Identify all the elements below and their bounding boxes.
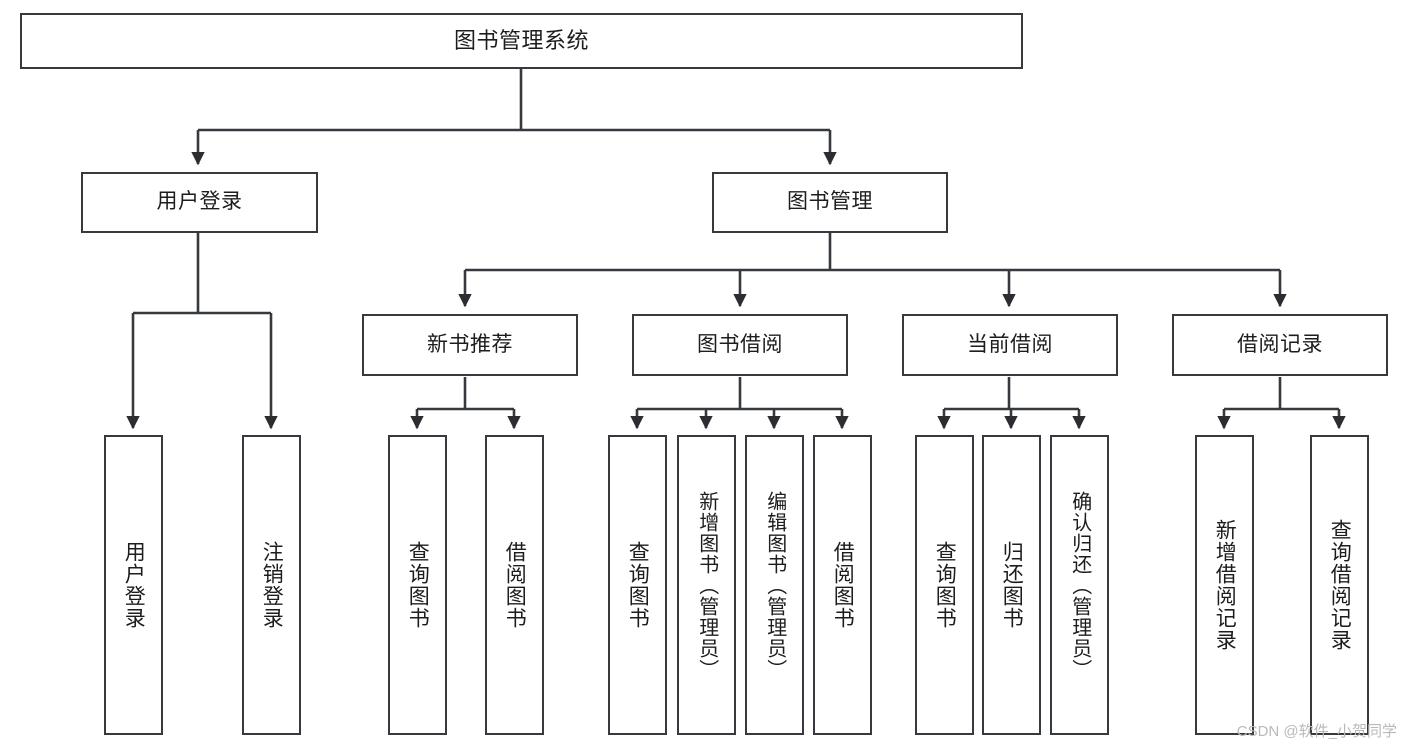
leaf-new-book-borrow-label: 借阅图书 [503,541,527,629]
node-book-borrow-label: 图书借阅 [697,332,783,356]
leaf-borrow-record-add-label: 新增借阅记录 [1213,519,1237,651]
node-book-management[interactable]: 图书管理 [712,172,948,233]
leaf-user-login-login[interactable]: 用户登录 [104,435,163,735]
leaf-current-borrow-return[interactable]: 归还图书 [982,435,1041,735]
leaf-new-book-borrow[interactable]: 借阅图书 [485,435,544,735]
leaf-book-borrow-add-label: 新增图书（管理员） [695,490,718,680]
node-user-login[interactable]: 用户登录 [81,172,318,233]
leaf-book-borrow-edit[interactable]: 编辑图书（管理员） [745,435,804,735]
leaf-book-borrow-query[interactable]: 查询图书 [608,435,667,735]
node-root[interactable]: 图书管理系统 [20,13,1023,69]
leaf-current-borrow-query[interactable]: 查询图书 [915,435,974,735]
node-root-label: 图书管理系统 [453,28,589,54]
leaf-user-login-logout[interactable]: 注销登录 [242,435,301,735]
leaf-borrow-record-query-label: 查询借阅记录 [1328,519,1352,651]
node-book-management-label: 图书管理 [787,190,873,214]
node-new-book-recommend-label: 新书推荐 [427,332,513,356]
leaf-current-borrow-confirm-label: 确认归还（管理员） [1068,490,1091,680]
leaf-book-borrow-lend[interactable]: 借阅图书 [813,435,872,735]
node-borrow-record-label: 借阅记录 [1237,332,1323,356]
leaf-user-login-logout-label: 注销登录 [260,541,284,629]
node-current-borrow-label: 当前借阅 [967,332,1053,356]
node-current-borrow[interactable]: 当前借阅 [902,314,1118,376]
node-borrow-record[interactable]: 借阅记录 [1172,314,1388,376]
leaf-book-borrow-edit-label: 编辑图书（管理员） [763,490,786,680]
leaf-book-borrow-query-label: 查询图书 [626,541,650,629]
leaf-current-borrow-return-label: 归还图书 [1000,541,1024,629]
leaf-new-book-query[interactable]: 查询图书 [388,435,447,735]
leaf-book-borrow-lend-label: 借阅图书 [831,541,855,629]
node-user-login-label: 用户登录 [156,190,243,214]
node-book-borrow[interactable]: 图书借阅 [632,314,848,376]
leaf-borrow-record-add[interactable]: 新增借阅记录 [1195,435,1254,735]
leaf-current-borrow-confirm[interactable]: 确认归还（管理员） [1050,435,1109,735]
leaf-borrow-record-query[interactable]: 查询借阅记录 [1310,435,1369,735]
leaf-new-book-query-label: 查询图书 [406,541,430,629]
leaf-current-borrow-query-label: 查询图书 [933,541,957,629]
leaf-book-borrow-add[interactable]: 新增图书（管理员） [677,435,736,735]
leaf-user-login-login-label: 用户登录 [122,541,146,629]
node-new-book-recommend[interactable]: 新书推荐 [362,314,578,376]
